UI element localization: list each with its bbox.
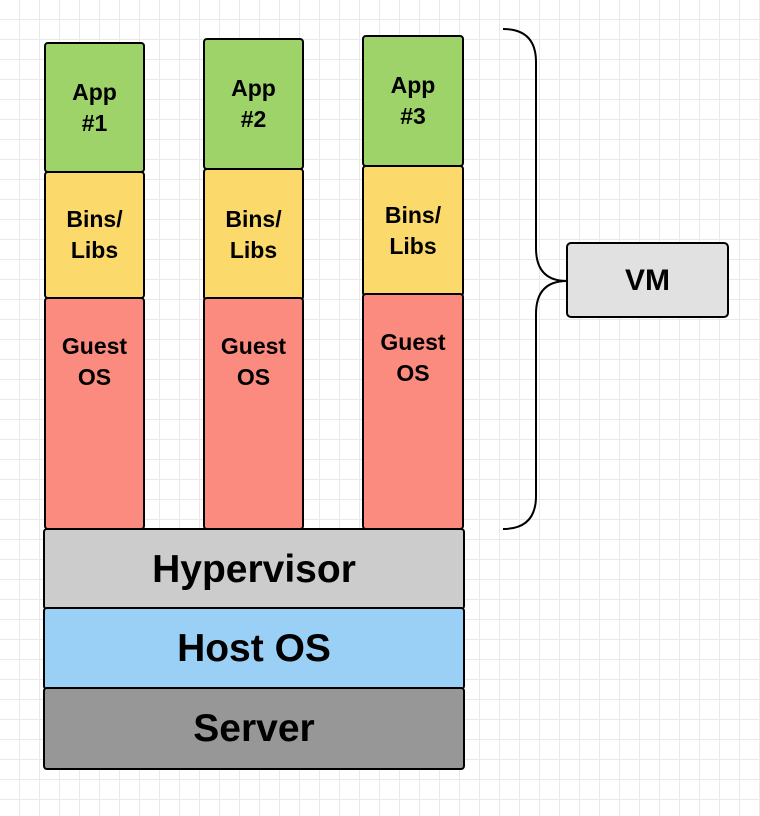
hypervisor-layer: Hypervisor — [43, 528, 465, 610]
vm-brace-path — [502, 28, 568, 530]
app-3-label: App #3 — [390, 72, 436, 129]
app-1-label: App #1 — [72, 78, 117, 136]
bins-libs-3-label: Bins/ Libs — [384, 202, 442, 259]
app-2-box: App #2 — [203, 38, 304, 170]
server-layer: Server — [43, 687, 465, 770]
host-os-label: Host OS — [177, 627, 331, 670]
app-2-label: App #2 — [231, 75, 276, 132]
server-label: Server — [193, 707, 315, 750]
app-3-box: App #3 — [362, 35, 464, 167]
vm-label-box: VM — [566, 242, 729, 318]
bins-libs-1-label: Bins/ Libs — [66, 206, 123, 263]
guest-os-3-label: Guest OS — [380, 329, 446, 386]
guest-os-2-box: Guest OS — [203, 297, 304, 530]
bins-libs-2-label: Bins/ Libs — [225, 205, 282, 263]
guest-os-3-box: Guest OS — [362, 293, 464, 530]
bins-libs-1-box: Bins/ Libs — [44, 171, 145, 299]
guest-os-2-label: Guest OS — [220, 333, 287, 390]
vm-label: VM — [625, 263, 670, 297]
guest-os-1-label: Guest OS — [61, 333, 128, 390]
bins-libs-2-box: Bins/ Libs — [203, 168, 304, 301]
hypervisor-label: Hypervisor — [152, 547, 356, 591]
app-1-box: App #1 — [44, 42, 145, 173]
bins-libs-3-box: Bins/ Libs — [362, 165, 464, 297]
